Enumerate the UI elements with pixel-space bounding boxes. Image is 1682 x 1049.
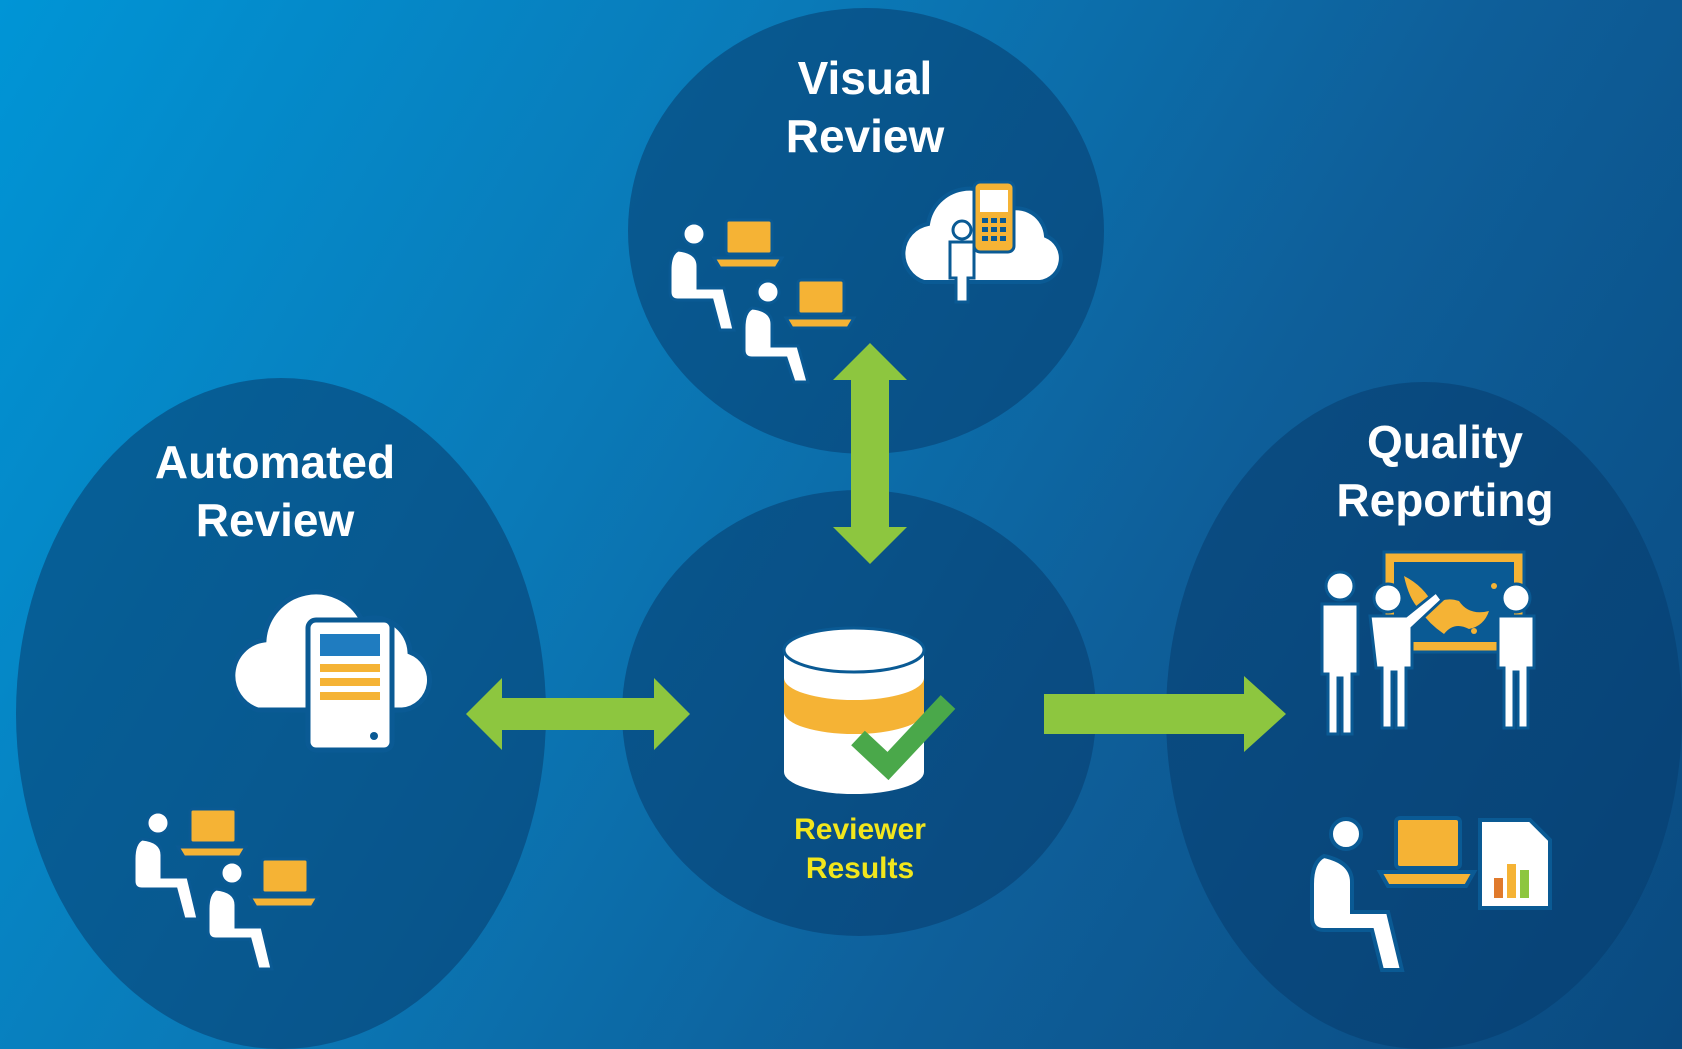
quality-reporting-line1: Quality [1367, 416, 1523, 468]
automated-review-title: Automated Review [110, 434, 440, 549]
automated-review-line2: Review [195, 493, 355, 546]
reviewer-results-label: Reviewer Results [720, 810, 1000, 888]
arrow-visual-to-center [833, 343, 907, 564]
quality-reporting-line2: Reporting [1336, 473, 1554, 526]
automated-review-circle [16, 378, 546, 1049]
people-laptops-icon [132, 807, 321, 971]
cloud-mobile-icon [901, 180, 1063, 304]
reviewer-results-line1: Reviewer [794, 813, 926, 846]
database-check-icon [782, 626, 956, 794]
visual-review-title: Visual Review [700, 50, 1030, 165]
person-laptop-report-icon [1310, 816, 1552, 972]
reviewer-results-line2: Results [805, 852, 915, 885]
presentation-map-icon [1320, 550, 1536, 736]
arrow-center-to-quality [1044, 676, 1286, 752]
cloud-server-icon [230, 589, 432, 753]
people-laptops-icon [668, 218, 857, 384]
automated-review-line1: Automated [154, 436, 396, 488]
visual-review-line2: Review [785, 109, 945, 162]
visual-review-line1: Visual [797, 52, 933, 104]
quality-reporting-title: Quality Reporting [1270, 414, 1620, 529]
arrow-automated-to-center [466, 678, 690, 750]
